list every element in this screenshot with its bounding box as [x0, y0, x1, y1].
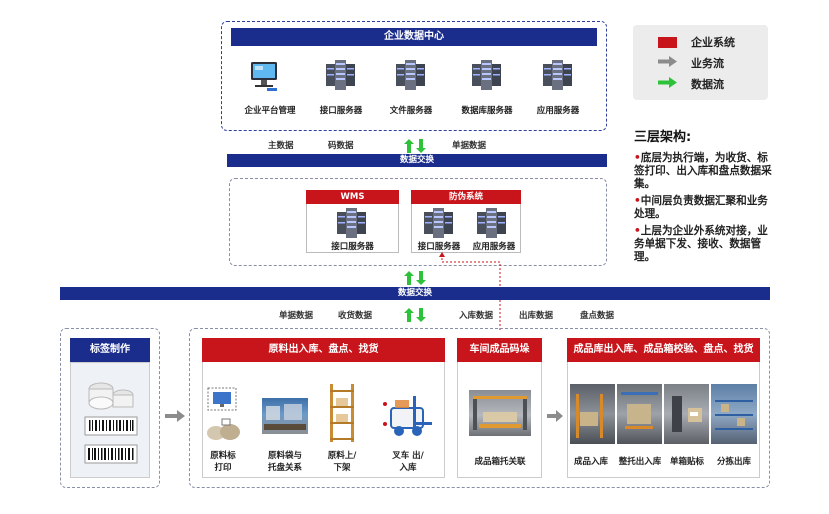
- top-item-label: 文件服务器: [389, 106, 433, 116]
- data-exchange-bar-upper: 数据交换: [227, 154, 607, 167]
- raw-item-label: 原料标 打印: [210, 451, 236, 473]
- gray-arrow-icon: [658, 56, 677, 70]
- flow-label-document-data: 单据数据: [279, 311, 314, 321]
- wms-server-label: 接口服务器: [331, 242, 374, 252]
- finished-goods-panel: [567, 362, 760, 478]
- finished-inbound-photo: [570, 384, 615, 444]
- legend-data-flow: 数据流: [658, 76, 724, 92]
- pallet-inout-photo: [617, 384, 662, 444]
- top-item-label: 数据库服务器: [461, 106, 513, 116]
- forklift-icon: [377, 392, 437, 444]
- label-making-frame: [60, 328, 160, 488]
- single-box-label-photo: [664, 384, 709, 444]
- bag-pallet-photo: [262, 398, 308, 434]
- middle-layer-frame: [229, 178, 607, 266]
- enterprise-data-center-title: 企业数据中心: [231, 28, 597, 46]
- flow-label-outbound-data: 出库数据: [519, 311, 554, 321]
- workshop-item-label: 成品箱托关联: [474, 457, 526, 467]
- platform-monitor-icon: [249, 60, 279, 96]
- flow-label-code-data: 码数据: [328, 141, 354, 151]
- notes-bullet: •中间层负责数据汇聚和业务处理。: [634, 195, 768, 221]
- flow-label-inventory-data: 盘点数据: [580, 311, 615, 321]
- data-exchange-bar-lower: 数据交换: [60, 287, 770, 300]
- notes-title: 三层架构:: [634, 130, 692, 145]
- sorting-outbound-photo: [711, 384, 757, 444]
- finished-item-label: 成品入库: [573, 457, 608, 467]
- legend-enterprise-system: 企业系统: [658, 34, 735, 50]
- enterprise-data-center-frame: [221, 21, 607, 131]
- anti-server-label: 应用服务器: [472, 242, 516, 252]
- legend-business-flow: 业务流: [658, 55, 724, 71]
- raw-material-title: 原料出入库、盘点、找货: [202, 338, 445, 362]
- raw-material-panel: [202, 362, 445, 478]
- top-item-label: 应用服务器: [536, 106, 580, 116]
- flow-label-receiving-data: 收货数据: [338, 311, 373, 321]
- label-making-title: 标签制作: [70, 338, 150, 362]
- label-printer-icon: [204, 387, 242, 449]
- red-square-icon: [658, 36, 677, 48]
- flow-label-master-data: 主数据: [268, 141, 294, 151]
- workshop-title: 车间成品码垛: [457, 338, 542, 362]
- finished-item-label: 分拣出库: [716, 457, 751, 467]
- data-flow-updown-icon: [404, 307, 426, 326]
- wms-title: WMS: [306, 190, 399, 204]
- workshop-panel: [457, 362, 542, 478]
- top-item-label: 接口服务器: [319, 106, 363, 116]
- palletizing-photo: [469, 390, 531, 436]
- shelf-rack-icon: [328, 384, 356, 446]
- legend: [633, 25, 768, 100]
- anti-server-label: 接口服务器: [417, 242, 461, 252]
- notes-bullet: •上层为企业外系统对接，业务单据下发、接收、数据管理。: [634, 225, 768, 264]
- flow-label-inbound-data: 入库数据: [459, 311, 494, 321]
- label-making-image: [70, 362, 150, 478]
- anti-counterfeit-title: 防伪系统: [411, 190, 521, 204]
- raw-item-label: 原料上/ 下架: [327, 451, 357, 473]
- raw-item-label: 叉车 出/ 入库: [392, 451, 424, 473]
- business-flow-arrow-icon: [547, 410, 563, 422]
- finished-item-label: 单箱贴标: [669, 457, 704, 467]
- top-item-label: 企业平台管理: [244, 106, 296, 116]
- business-flow-arrow-icon: [165, 410, 185, 422]
- finished-item-label: 整托出入库: [618, 457, 662, 467]
- finished-goods-title: 成品库出入库、成品箱校验、盘点、找货: [567, 338, 760, 362]
- flow-label-document-data: 单据数据: [452, 141, 487, 151]
- notes-bullet: •底层为执行端，为收货、标签打印、出入库和盘点数据采集。: [634, 152, 772, 191]
- execution-layer-frame: [189, 328, 770, 488]
- green-arrow-icon: [658, 77, 677, 91]
- raw-item-label: 原料袋与 托盘关系: [267, 451, 302, 473]
